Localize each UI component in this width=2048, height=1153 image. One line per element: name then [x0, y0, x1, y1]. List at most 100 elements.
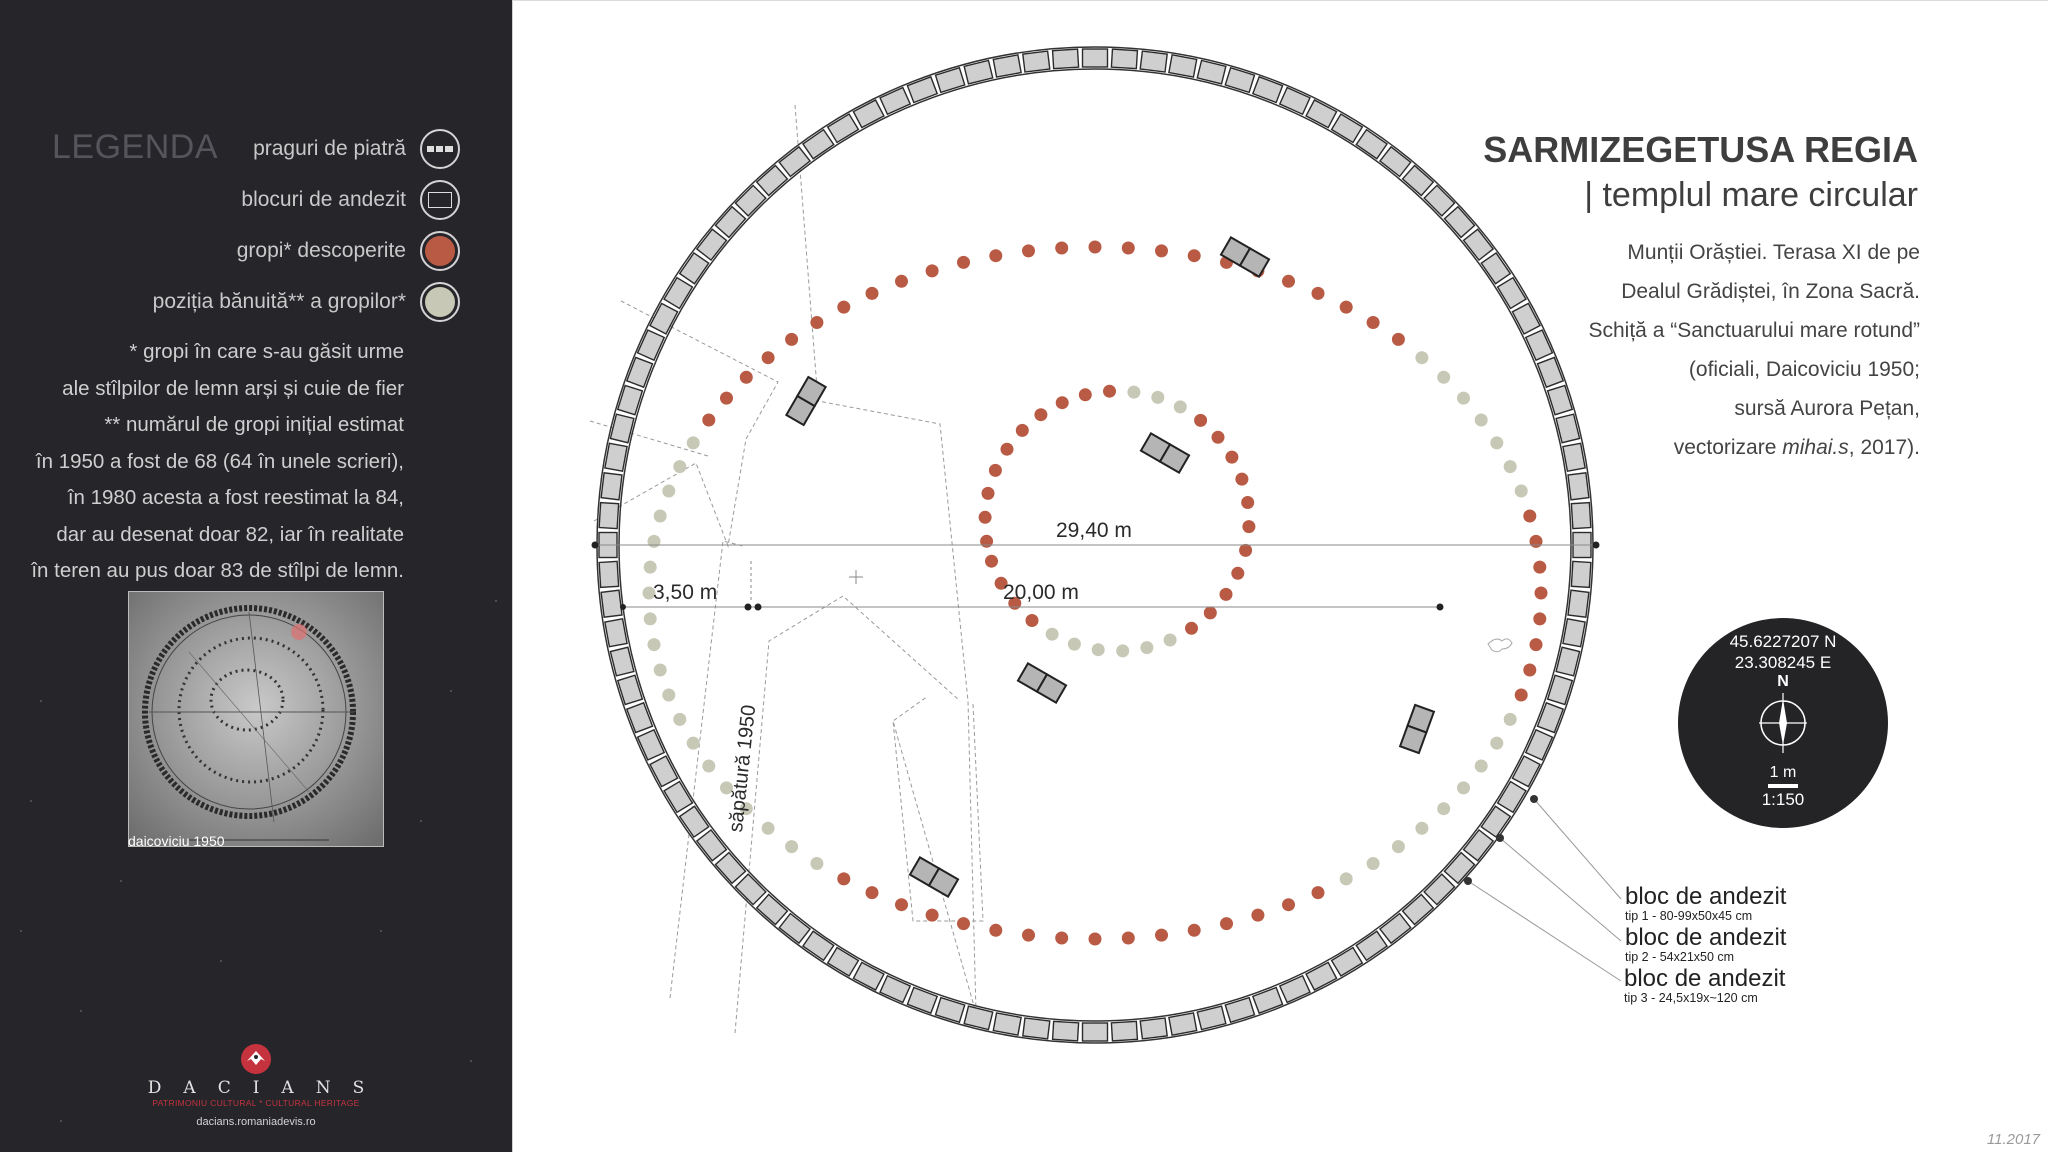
outer-ring-block: [616, 384, 644, 416]
inner-ring-pit: [978, 510, 992, 524]
middle-ring-pit: [720, 391, 733, 405]
block-type-2: bloc de andezit tip 2 - 54x21x50 cm: [1625, 926, 1786, 965]
block-shape: [992, 54, 1022, 78]
outer-ring-block: [934, 996, 966, 1024]
block-shape: [778, 145, 812, 178]
block-shape: [1546, 674, 1574, 706]
block-shape: [1238, 246, 1271, 279]
outer-ring-block: [598, 501, 620, 530]
middle-ring-pit: [865, 886, 879, 900]
block-shape: [1378, 912, 1412, 945]
middle-ring-pit: [1490, 736, 1504, 750]
middle-ring-pit: [702, 759, 716, 773]
outer-ring-block: [1423, 873, 1456, 906]
outer-ring-block: [755, 164, 789, 197]
outer-ring-block: [604, 442, 628, 472]
outer-ring-block: [649, 755, 679, 788]
outer-ring-block: [1570, 501, 1592, 530]
block-shape: [663, 276, 694, 310]
outer-ring-block: [1196, 59, 1227, 85]
outer-ring-block: [1305, 961, 1338, 991]
outer-ring-block: [934, 66, 966, 94]
middle-ring-pit: [989, 249, 1003, 263]
outer-ring-block: [1462, 228, 1495, 262]
block-shape: [1423, 184, 1456, 217]
pit-rings: [642, 240, 1548, 946]
middle-ring-pit: [895, 274, 908, 288]
description-line: Dealul Grădiștei, în Zona Sacră.: [1621, 280, 1920, 303]
block-shape: [600, 589, 623, 618]
outer-ring-block: [1562, 618, 1586, 648]
description-line: Munții Orăștiei. Terasa XI de pe: [1627, 241, 1920, 264]
middle-ring-pit: [1533, 612, 1547, 626]
latitude: 45.6227207 N: [1729, 632, 1837, 651]
legend-label: poziția bănuită** a gropilor*: [152, 290, 406, 313]
brand-url[interactable]: dacians.romaniadevis.ro: [196, 1116, 316, 1128]
north-label: N: [1777, 673, 1789, 690]
outer-ring-block: [1524, 329, 1554, 362]
block-shape: [1536, 701, 1565, 734]
block-shape: [1443, 205, 1476, 239]
block-shape: [1480, 251, 1512, 285]
block-shape: [1443, 851, 1476, 885]
historic-plan-photo: [128, 591, 384, 847]
block-shape: [714, 851, 747, 885]
outer-ring-block: [1443, 851, 1476, 885]
outer-ring-block: [1401, 164, 1435, 197]
block-type-3: bloc de andezit tip 3 - 24,5x19x~120 cm: [1624, 967, 1785, 1006]
block-shape: [1555, 646, 1581, 677]
tree-sketch-icon: [1487, 638, 1513, 653]
middle-ring-pit: [1529, 534, 1543, 548]
middle-ring-pit: [1022, 928, 1035, 942]
legend-title: LEGENDA: [52, 128, 218, 166]
block-shape: [609, 646, 635, 677]
outer-ring-block: [663, 276, 694, 310]
block-shape: [1555, 413, 1581, 444]
inner-ring-pit: [1185, 621, 1198, 635]
note-line: în teren au pus doar 83 de stîlpi de lem…: [31, 559, 404, 582]
middle-ring-pit: [1534, 586, 1548, 600]
middle-ring-pit: [653, 663, 667, 677]
inner-dimension-label: 20,00 m: [1003, 581, 1079, 604]
middle-ring-pit: [1503, 712, 1517, 726]
block-shape: [1511, 755, 1541, 788]
inner-ring-pit: [1151, 390, 1165, 404]
middle-ring-pit: [1533, 560, 1547, 574]
outer-ring-block: [1278, 86, 1311, 116]
block-shape: [755, 893, 789, 926]
outer-ring-block: [678, 251, 710, 285]
middle-ring-pit: [1311, 286, 1325, 300]
outer-ring-block: [1305, 99, 1338, 129]
outer-ring-block: [778, 145, 812, 178]
outer-ring-block: [801, 128, 835, 160]
middle-ring-pit: [925, 908, 939, 922]
block-shape: [636, 728, 666, 761]
inner-ring-pit: [1239, 543, 1253, 557]
inner-ring-pit: [985, 554, 998, 568]
middle-ring-pit: [1121, 931, 1135, 945]
date-label: 11.2017: [1986, 1131, 2040, 1148]
note-line: ale stîlpilor de lemn arși și cuie de fi…: [62, 376, 404, 400]
andesite-block-pair: [1016, 661, 1068, 705]
plan-description: Munții Orăștiei. Terasa XI de pe Dealul …: [1589, 233, 1921, 467]
block-shape: [1251, 75, 1284, 104]
outer-ring-block: [600, 472, 623, 501]
block-shape: [604, 618, 628, 648]
inner-ring-pit: [1015, 423, 1029, 437]
block-shape: [1168, 1012, 1198, 1036]
block-shape: [1462, 228, 1495, 262]
middle-ring-pit: [1529, 638, 1543, 652]
block-shape: [598, 501, 620, 530]
outer-ring-block: [1546, 674, 1574, 706]
block-shape: [1081, 1022, 1109, 1042]
scale-ratio: 1:150: [1761, 790, 1805, 809]
outer-ring-block: [992, 1012, 1022, 1036]
block-shape: [1570, 560, 1592, 589]
block-shape: [795, 375, 828, 408]
outer-ring-block: [778, 912, 812, 945]
outer-ring-block: [1224, 996, 1256, 1024]
outer-ring-block: [1110, 1020, 1139, 1042]
outer-ring-block: [616, 674, 644, 706]
outer-ring-block: [649, 302, 679, 335]
block-shape: [1401, 893, 1435, 926]
